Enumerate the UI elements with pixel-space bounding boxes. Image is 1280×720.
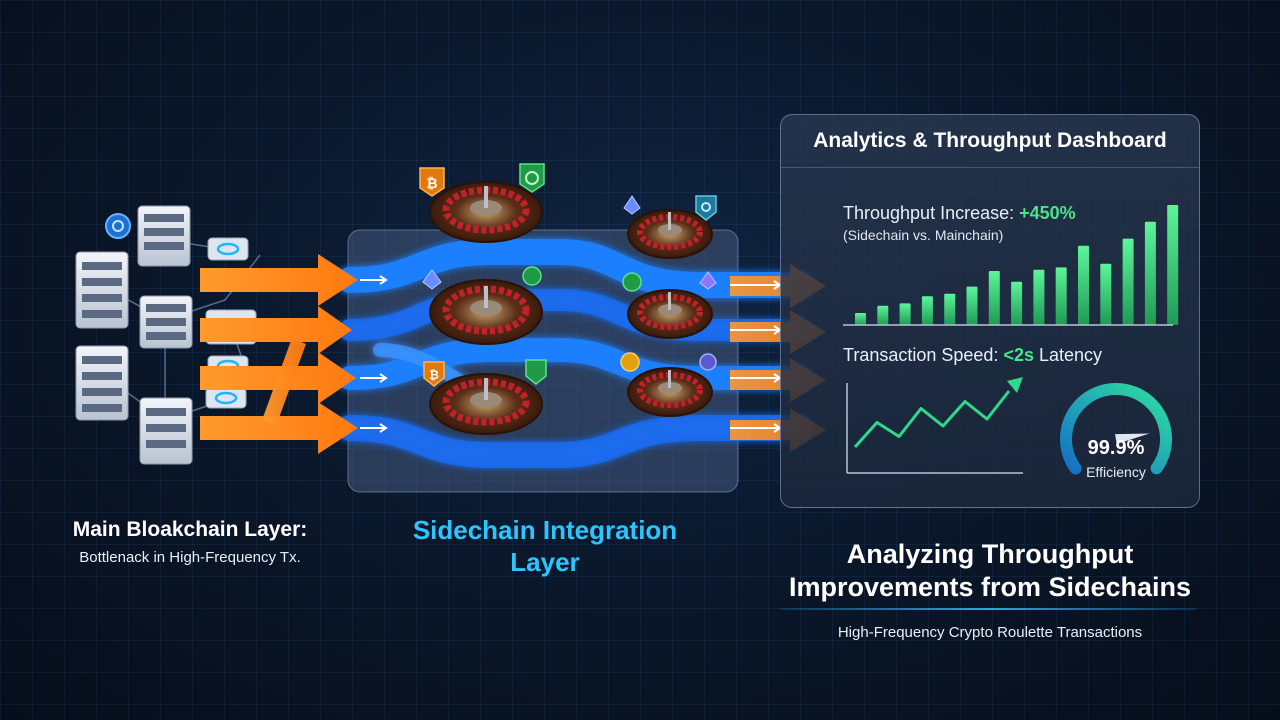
server-icon: [75, 251, 129, 329]
svg-text:₿: ₿: [429, 368, 439, 382]
roulette-wheel-icon: [429, 373, 543, 435]
server-icon: [75, 345, 129, 421]
roulette-wheel-icon: [627, 209, 713, 259]
gauge-label: Efficiency: [1086, 464, 1146, 480]
headline-divider: [780, 608, 1196, 610]
server-icon: [139, 397, 193, 465]
throughput-label: Throughput Increase:: [843, 203, 1015, 223]
arrow-icon: [200, 402, 358, 454]
roulette-wheel-icon: [429, 181, 543, 243]
server-icon: [139, 295, 193, 349]
gauge-needle: [1115, 433, 1150, 444]
roulette-wheel-icon: [429, 279, 543, 345]
ethereum-icon: [422, 269, 442, 290]
speed-value: <2s: [1003, 345, 1034, 365]
gauge-value: 99.9%: [1087, 437, 1145, 459]
throughput-bar: [877, 305, 889, 325]
throughput-line: Throughput Increase: +450%: [843, 203, 1076, 224]
ethereum-icon: [699, 271, 717, 290]
ethereum-icon: [623, 195, 641, 215]
dashboard-header: Analytics & Throughput Dashboard: [781, 115, 1199, 168]
coin-icon: [519, 163, 545, 193]
throughput-value: +450%: [1019, 203, 1076, 223]
throughput-bar: [1078, 245, 1089, 325]
throughput-note: (Sidechain vs. Mainchain): [843, 227, 1004, 243]
roulette-wheels: [429, 181, 713, 435]
crypto-tokens: ₿ ₿: [419, 163, 717, 387]
svg-text:₿: ₿: [426, 176, 437, 192]
roulette-wheel-icon: [627, 367, 713, 417]
bitcoin-icon: ₿: [419, 167, 445, 197]
gauge-icon: [1060, 383, 1172, 475]
subheadline: High-Frequency Crypto Roulette Transacti…: [837, 624, 1143, 641]
analytics-dashboard: Analytics & Throughput Dashboard Through…: [780, 114, 1200, 508]
coin-icon: [620, 352, 640, 372]
dashboard-title: Analytics & Throughput Dashboard: [813, 129, 1167, 152]
throughput-bar: [855, 313, 866, 325]
throughput-bar: [966, 286, 978, 325]
throughput-bar: [1011, 281, 1023, 325]
speed-suffix: Latency: [1039, 345, 1103, 365]
coin-icon: [695, 195, 717, 221]
coin-icon: [699, 353, 717, 371]
throughput-bar: [1144, 221, 1156, 325]
main-layer-subtitle: Bottlenack in High-Frequency Tx.: [79, 549, 301, 566]
latency-series-line: [853, 390, 1011, 449]
arrow-icon: [262, 338, 306, 426]
main-layer-title: Main Bloakchain Layer:: [72, 518, 308, 541]
throughput-bar-chart: [843, 205, 1179, 326]
throughput-bar: [1055, 267, 1067, 325]
flow-indicators: [360, 275, 782, 433]
headline: Analyzing Throughput Improvements from S…: [788, 539, 1192, 602]
input-arrows: [200, 254, 358, 454]
speed-label: Transaction Speed:: [843, 345, 999, 365]
arrow-icon: [200, 254, 358, 306]
throughput-bar: [1167, 205, 1179, 325]
throughput-bar: [1122, 238, 1134, 325]
throughput-bar: [921, 296, 933, 325]
throughput-bar: [899, 303, 911, 325]
bitcoin-icon: ₿: [423, 361, 445, 387]
throughput-bar: [1033, 269, 1045, 325]
sidechain-layer-label: Sidechain Integration Layer: [412, 515, 678, 577]
throughput-bar: [988, 271, 1000, 325]
speed-line-chart: [846, 377, 1023, 474]
throughput-bar: [944, 293, 956, 325]
arrow-icon: [200, 306, 352, 354]
coin-icon: [622, 272, 642, 292]
trend-arrowhead: [1007, 377, 1023, 393]
roulette-wheel-icon: [627, 289, 713, 339]
speed-line: Transaction Speed: <2s Latency: [843, 345, 1102, 366]
coin-icon: [525, 359, 547, 385]
throughput-bar: [1100, 263, 1112, 325]
coin-icon: [522, 266, 542, 286]
server-icon: [137, 205, 191, 267]
gauge-fill: [1060, 383, 1172, 475]
